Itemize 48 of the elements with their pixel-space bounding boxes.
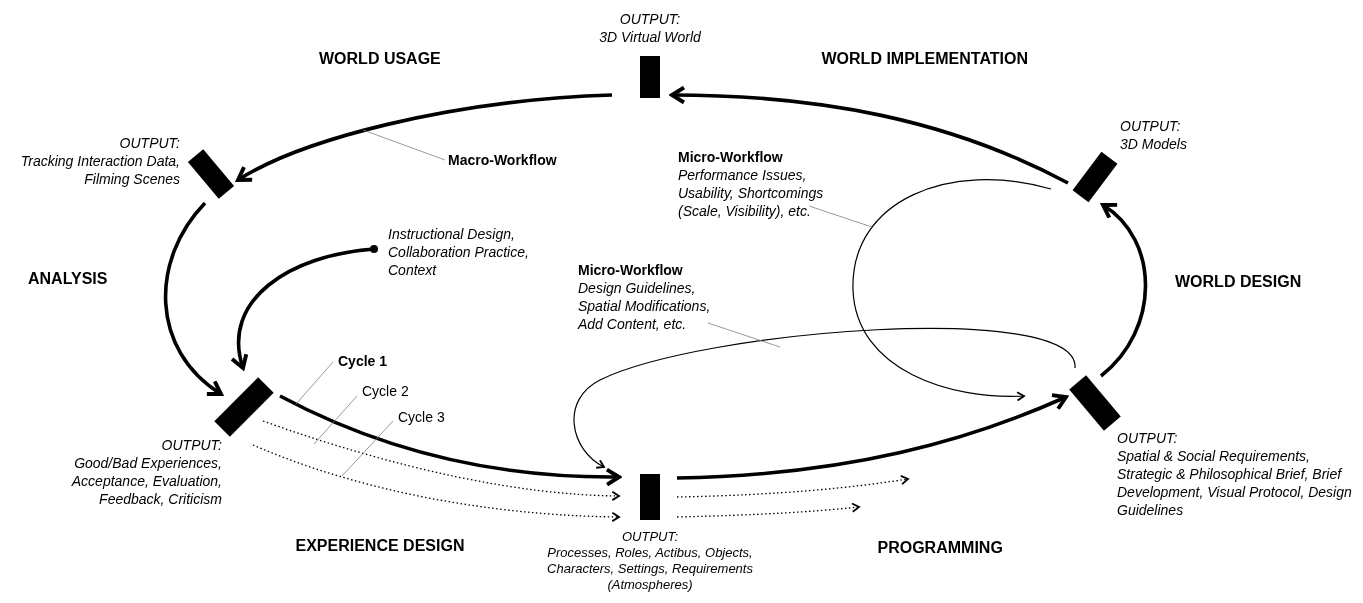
- output-bar: [640, 474, 660, 520]
- output-text: Processes, Roles, Actibus, Objects, Characters, Settings, Requirements (Atmospheres): [546, 545, 754, 593]
- cycle-arrow: [279, 394, 621, 487]
- leader-line: [341, 420, 394, 477]
- workflow-heading: Micro-Workflow: [678, 148, 783, 166]
- output-label: OUTPUT:: [1117, 429, 1179, 447]
- phase-label: WORLD DESIGN: [1175, 273, 1302, 291]
- output-text: Good/Bad Experiences, Acceptance, Evaluation, Feedback, Criticism: [70, 454, 222, 508]
- annotation-text: Instructional Design, Collaboration Practice, Context: [388, 225, 530, 279]
- cycle-arrow: [231, 245, 378, 370]
- dotted-arrow: [676, 502, 860, 518]
- output-label: OUTPUT:: [1120, 117, 1182, 135]
- leader-line: [295, 361, 334, 405]
- output-label: OUTPUT:: [160, 436, 222, 454]
- dotted-arrow: [676, 474, 909, 498]
- cycle-label: Cycle 3: [398, 408, 445, 426]
- phase-label: PROGRAMMING: [877, 539, 1003, 557]
- cycle-arrow: [236, 93, 613, 183]
- output-label: OUTPUT:: [118, 134, 180, 152]
- cycle-label: Cycle 1: [338, 352, 388, 370]
- output-text: 3D Models: [1120, 135, 1188, 153]
- workflow-heading: Micro-Workflow: [578, 261, 683, 279]
- arrow: [573, 327, 1076, 468]
- leader-line: [808, 205, 873, 228]
- arrow: [852, 179, 1052, 402]
- output-label: OUTPUT:: [620, 529, 680, 545]
- phase-label: WORLD IMPLEMENTATION: [821, 50, 1028, 68]
- phase-label: ANALYSIS: [28, 270, 108, 288]
- output-bar: [640, 56, 660, 98]
- dotted-arrow: [252, 444, 620, 522]
- annotation-text: Performance Issues, Usability, Shortcomings (Scale, Visibility), etc.: [678, 166, 825, 220]
- output-text: 3D Virtual World: [598, 28, 702, 46]
- dotted-arrow: [262, 420, 620, 501]
- output-label: OUTPUT:: [618, 10, 682, 28]
- phase-label: WORLD USAGE: [319, 50, 441, 68]
- output-text: Spatial & Social Requirements, Strategic & Philosophical Brief, Brief Development, Visual Protocol, Design Guidelines: [1117, 447, 1353, 519]
- output-text: Tracking Interaction Data, Filming Scenes: [19, 152, 180, 188]
- leader-line: [362, 129, 446, 161]
- cycle-arrow: [676, 392, 1068, 480]
- cycle-label: Cycle 2: [362, 382, 409, 400]
- workflow-label: Macro-Workflow: [448, 151, 557, 169]
- leader-line: [707, 322, 781, 348]
- leader-line: [313, 395, 358, 445]
- phase-label: EXPERIENCE DESIGN: [295, 537, 465, 555]
- cycle-arrow: [163, 201, 223, 396]
- cycle-arrow: [1099, 203, 1148, 378]
- cycle-arrow: [670, 85, 1069, 185]
- annotation-text: Design Guidelines, Spatial Modifications, Add Content, etc.: [578, 279, 712, 333]
